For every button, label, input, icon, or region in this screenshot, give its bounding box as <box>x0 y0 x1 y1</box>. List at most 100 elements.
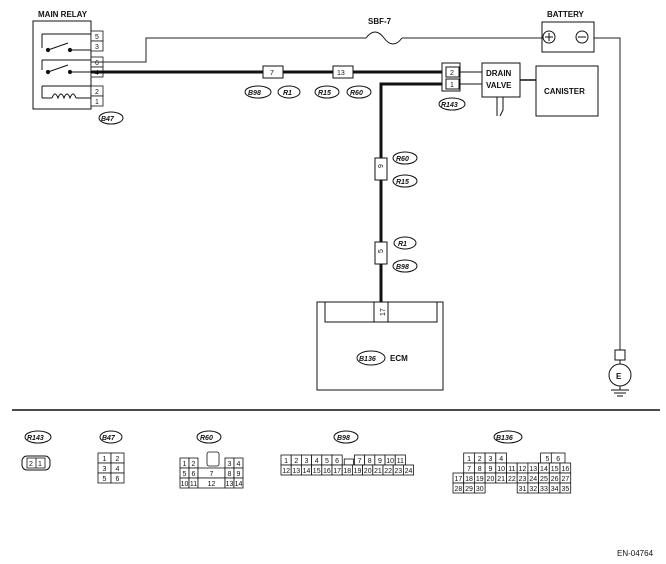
drain-valve-connector: 2 1 <box>441 62 461 92</box>
b136-pin: 34 <box>551 486 559 493</box>
b47-pin: 3 <box>103 466 107 473</box>
b98-pin: 16 <box>323 468 331 475</box>
codes-row-horizontal <box>244 85 372 99</box>
b98-pin: 14 <box>303 468 311 475</box>
relay-pin: 2 <box>95 89 99 96</box>
r60-cell <box>233 477 244 489</box>
b98-pin: 21 <box>374 468 382 475</box>
b98-pin: 5 <box>325 458 329 465</box>
b136-pin: 31 <box>519 486 527 493</box>
code-b98-mid-oval <box>392 259 418 273</box>
drain-pin-2: 2 <box>450 70 454 77</box>
b47-pin: 2 <box>116 456 120 463</box>
ecm-pin-17: 17 <box>380 308 387 316</box>
r60-pin: 7 <box>210 471 214 478</box>
code-r15-mid-oval <box>392 174 418 188</box>
inline-connector-9: 9 <box>374 157 388 181</box>
ground-label: E <box>616 372 622 381</box>
b136-pin: 11 <box>508 466 515 473</box>
code-b136-ecm: B136 <box>359 356 376 363</box>
drain-valve-pipe-icon <box>496 97 504 117</box>
code-r1-mid-oval <box>393 236 417 250</box>
b136-pin: 35 <box>561 486 569 493</box>
b98-pin: 12 <box>282 468 290 475</box>
battery: BATTERY <box>541 10 595 53</box>
wire-drain-valve-to-ecm <box>379 82 442 302</box>
b136-cell <box>559 482 572 494</box>
b98-pin: 6 <box>335 458 339 465</box>
b136-pin: 21 <box>497 476 505 483</box>
conn-b98-code: B98 <box>337 435 350 442</box>
b136-pin: 6 <box>556 456 560 463</box>
code-r60-mid: R60 <box>396 156 409 163</box>
b136-pin: 32 <box>529 486 537 493</box>
code-r60-mid-oval <box>392 151 418 165</box>
code-r143-oval <box>438 97 466 111</box>
b136-pin: 27 <box>561 476 569 483</box>
fuse-icon <box>365 31 403 45</box>
b136-pin: 3 <box>488 456 492 463</box>
battery-negative-icon <box>575 30 589 44</box>
b136-pin: 12 <box>519 466 527 473</box>
r60-pin: 9 <box>237 471 241 478</box>
conn-b47-code: B47 <box>102 435 116 442</box>
wire-relay-to-fuse <box>91 37 366 63</box>
b98-pin: 3 <box>305 458 309 465</box>
r60-pin: 14 <box>235 481 243 488</box>
drain-valve-label-2: VALVE <box>486 81 512 90</box>
r60-pin: 10 <box>181 481 189 488</box>
b98-pin: 10 <box>386 458 394 465</box>
b136-pin: 26 <box>551 476 559 483</box>
b98-pin: 17 <box>333 468 341 475</box>
b136-pin: 33 <box>540 486 548 493</box>
code-b47: B47 <box>101 116 115 123</box>
b98-pin: 7 <box>358 458 362 465</box>
pin-9: 9 <box>378 164 385 168</box>
b136-pin: 1 <box>467 456 471 463</box>
code-b98-top: B98 <box>248 90 261 97</box>
canister-label: CANISTER <box>544 87 585 96</box>
conn-r143-pin: 1 <box>38 461 42 468</box>
r60-pin: 11 <box>190 481 197 488</box>
b98-pin: 8 <box>368 458 372 465</box>
relay-pin: 5 <box>95 34 99 41</box>
r60-pin: 1 <box>183 461 187 468</box>
relay-cell <box>90 95 104 107</box>
main-relay-label: MAIN RELAY <box>38 10 88 19</box>
drain-valve: DRAIN VALVE <box>460 62 536 117</box>
inline-connector-13: 13 <box>332 65 354 79</box>
drain-valve-label-1: DRAIN <box>486 69 512 78</box>
fuse-label: SBF-7 <box>368 17 392 26</box>
b136-pin: 10 <box>497 466 505 473</box>
b136-pin: 23 <box>519 476 527 483</box>
b98-pin: 11 <box>397 458 404 465</box>
b136-pin: 8 <box>478 466 482 473</box>
connector-view-r143: R143 2 1 <box>21 430 52 471</box>
conn-b136-code: B136 <box>496 435 513 442</box>
b136-pin: 4 <box>499 456 503 463</box>
pin-5: 5 <box>378 249 385 253</box>
b98-pin: 22 <box>384 468 392 475</box>
b98-cell <box>402 464 414 476</box>
wire-battery-to-ground <box>582 37 621 350</box>
ground: E <box>608 349 632 397</box>
b98-pin: 15 <box>313 468 321 475</box>
b136-pin: 25 <box>540 476 548 483</box>
code-b98-mid: B98 <box>396 264 409 271</box>
b98-pin: 19 <box>354 468 362 475</box>
b98-pin: 1 <box>284 458 288 465</box>
canister: CANISTER <box>535 65 599 117</box>
relay-coil-icon <box>41 85 91 100</box>
b98-key <box>343 458 354 466</box>
r60-key <box>206 451 220 467</box>
b136-pin: 5 <box>545 456 549 463</box>
relay-pin: 3 <box>95 44 99 51</box>
code-b136-oval <box>356 350 386 366</box>
b136-pin: 18 <box>465 476 473 483</box>
b136-pin: 24 <box>529 476 537 483</box>
b136-pin: 13 <box>529 466 537 473</box>
relay-pin: 6 <box>95 60 99 67</box>
